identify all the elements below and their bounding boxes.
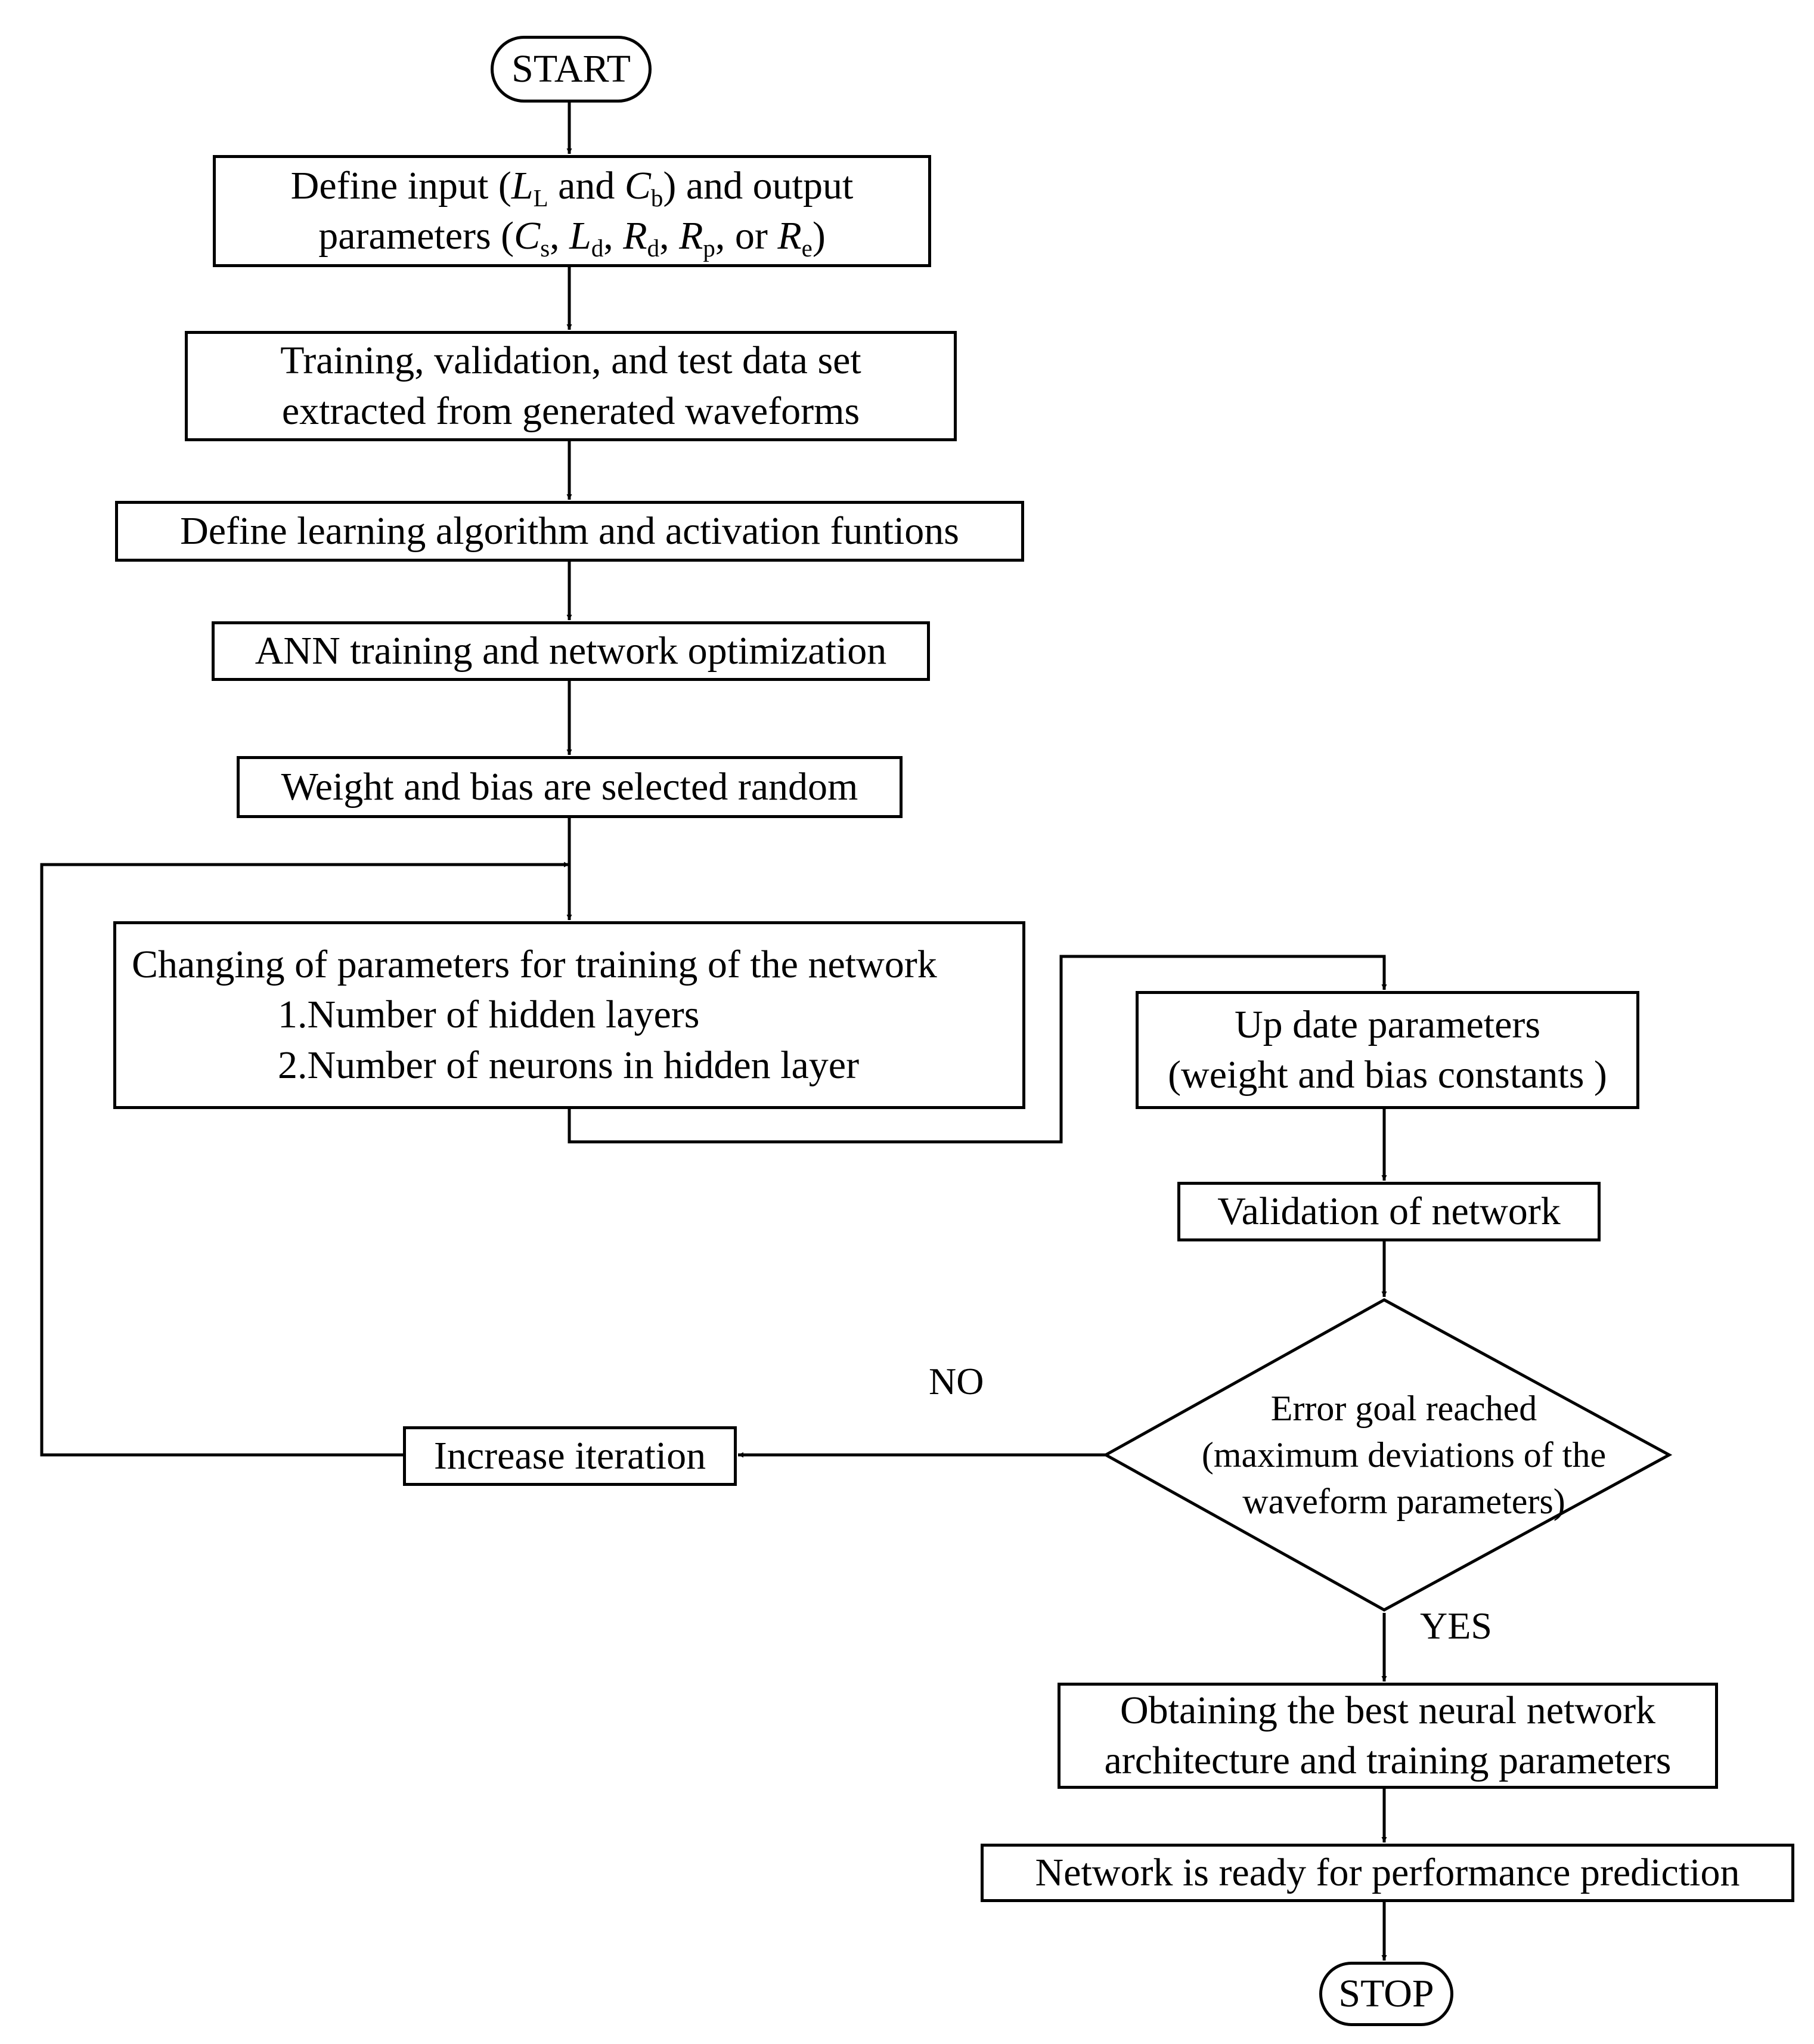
arrow-changing-to-update [568,955,1387,1144]
stop-label: STOP [1338,1971,1434,2015]
best-network-line-1: Obtaining the best neural network [1120,1688,1656,1732]
ann-training-label: ANN training and network optimization [255,628,887,673]
increase-iteration-label: Increase iteration [433,1433,706,1478]
update-parameters-line-1: Up date parameters [1234,1002,1541,1046]
validation-box: Validation of network [1177,1182,1601,1241]
dataset-box: Training, validation, and test data set … [185,331,957,441]
dataset-line-1: Training, validation, and test data set [280,339,861,383]
stop-terminal: STOP [1319,1962,1453,2026]
update-parameters-line-2: (weight and bias constants ) [1168,1053,1607,1097]
changing-parameters-item-2: 2.Number of neurons in hidden layer [278,1043,860,1087]
define-io-box: Define input (LL and Cb) and output para… [213,155,931,267]
changing-parameters-title: Changing of parameters for training of t… [132,942,937,986]
validation-label: Validation of network [1217,1189,1561,1233]
changing-parameters-item-1: 1.Number of hidden layers [278,993,700,1037]
decision-text: Error goal reached (maximum deviations o… [1106,1371,1702,1538]
start-label: START [511,47,631,91]
best-network-line-2: architecture and training parameters [1104,1739,1672,1782]
start-terminal: START [491,36,652,103]
weight-bias-label: Weight and bias are selected random [281,764,858,809]
changing-parameters-box: Changing of parameters for training of t… [113,921,1025,1109]
decision-line-2: (maximum deviations of the [1201,1435,1607,1475]
decision-diamond [1102,1298,1673,1612]
no-label: NO [929,1360,984,1402]
yes-label: YES [1420,1605,1492,1647]
define-io-line-2: parameters (Cs, Ld, Rd, Rp, or Re) [318,214,826,262]
dataset-line-2: extracted from generated waveforms [281,389,860,433]
ready-label: Network is ready for performance predict… [1035,1850,1740,1894]
learning-algorithm-box: Define learning algorithm and activation… [115,501,1024,562]
best-network-box: Obtaining the best neural network archit… [1058,1683,1718,1789]
decision-line-3: waveform parameters) [1242,1482,1565,1521]
learning-algorithm-label: Define learning algorithm and activation… [180,509,959,553]
weight-bias-box: Weight and bias are selected random [237,756,903,818]
ann-training-box: ANN training and network optimization [212,621,930,681]
ready-box: Network is ready for performance predict… [981,1844,1794,1902]
define-io-line-1: Define input (LL and Cb) and output [290,163,854,212]
increase-iteration-box: Increase iteration [403,1426,737,1486]
arrow-iteration-loop-back [40,862,569,1457]
update-parameters-box: Up date parameters (weight and bias cons… [1136,991,1639,1109]
decision-line-1: Error goal reached [1270,1389,1537,1428]
